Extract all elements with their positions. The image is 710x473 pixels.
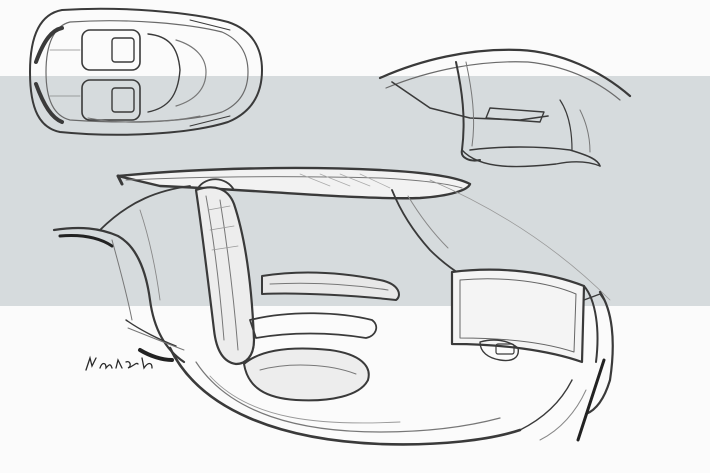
artist-signature (85, 355, 153, 371)
plan-view-sketch (29, 7, 263, 136)
main-interior-sketch (52, 166, 614, 446)
side-view-sketch (378, 48, 632, 168)
